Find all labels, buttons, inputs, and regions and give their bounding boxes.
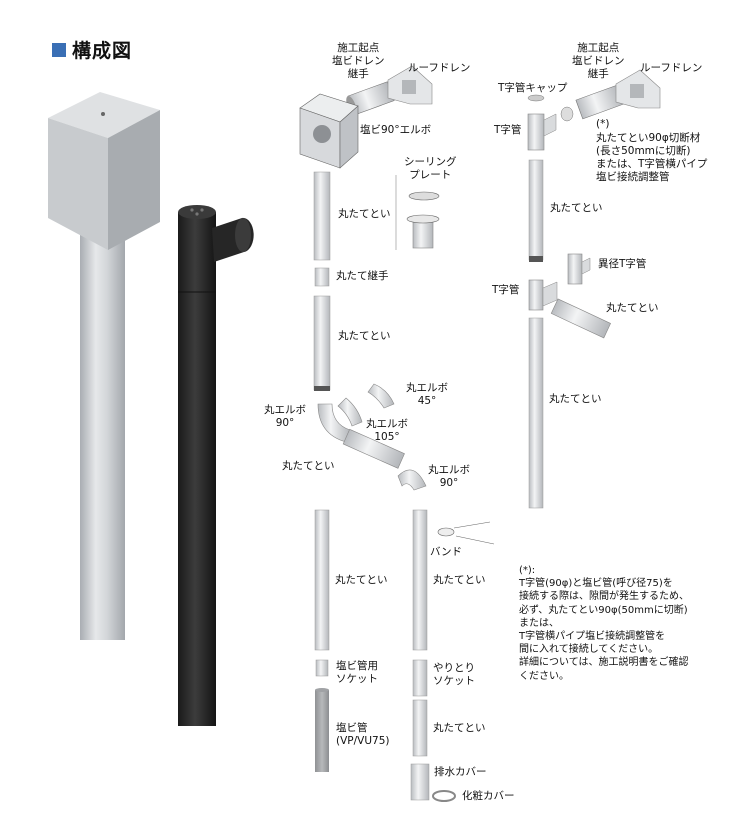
silver-pole-product [48,92,160,640]
label-maru-tatetoi-2: 丸たてとい [338,330,391,342]
label-maru-tatetoi-r1: 丸たてとい [550,202,603,214]
label-elbow-90-left: 丸エルボ 90° [264,404,306,429]
label-elbow-45: 丸エルボ 45° [406,382,448,407]
label-asterisk: (*) [596,118,610,130]
label-maru-tatetoi-a: 丸たてとい [335,574,388,586]
label-maru-tatetoi-diag: 丸たてとい [282,460,335,472]
label-maru-tatetoi-c: 丸たてとい [433,722,486,734]
label-roof-drain-left: ルーフドレン [408,62,471,74]
left-assembly [299,65,495,802]
label-origin-right: 施工起点 塩ビドレン 継手 [572,42,625,80]
label-maru-tatetoi-r3: 丸たてとい [549,393,602,405]
label-pvc-socket: 塩ビ管用 ソケット [336,660,378,685]
title-text: 構成図 [72,40,133,62]
label-drain-cover: 排水カバー [434,766,487,778]
label-roof-drain-right: ルーフドレン [640,62,703,74]
label-cut-material: 丸たてとい90φ切断材 (長さ50mmに切断) または、T字管横パイプ 塩ビ接続… [596,132,708,183]
right-assembly [527,69,661,509]
label-pvc-pipe: 塩ビ管 (VP/VU75) [336,722,390,747]
black-pole-product [178,205,254,726]
label-maru-tatetoi-1: 丸たてとい [338,208,391,220]
label-t-cap: T字管キャップ [498,82,568,94]
label-decor-cover: 化粧カバー [462,790,515,802]
page-title: 構成図 [52,36,132,63]
label-reducer-t: 異径T字管 [598,258,647,270]
title-marker [52,42,66,57]
label-sealing-plate: シーリング プレート [404,156,457,181]
label-origin-left: 施工起点 塩ビドレン 継手 [332,42,385,80]
label-maru-tatetoi-b: 丸たてとい [433,574,486,586]
label-maru-tate-joint: 丸たて継手 [336,270,389,282]
label-pvc-elbow-90: 塩ビ90°エルボ [360,124,432,136]
label-yaritori-socket: やりとり ソケット [433,662,475,687]
label-elbow-90-right: 丸エルボ 90° [428,464,470,489]
footnote: (*): T字管(90φ)と塩ビ管(呼び径75)を 接続する際は、隙間が発生する… [519,565,689,682]
label-t-pipe-mid: T字管 [492,284,520,296]
label-elbow-105: 丸エルボ 105° [366,418,408,443]
label-t-pipe-top: T字管 [494,124,522,136]
label-band: バンド [430,546,463,558]
label-maru-tatetoi-r2: 丸たてとい [606,302,659,314]
